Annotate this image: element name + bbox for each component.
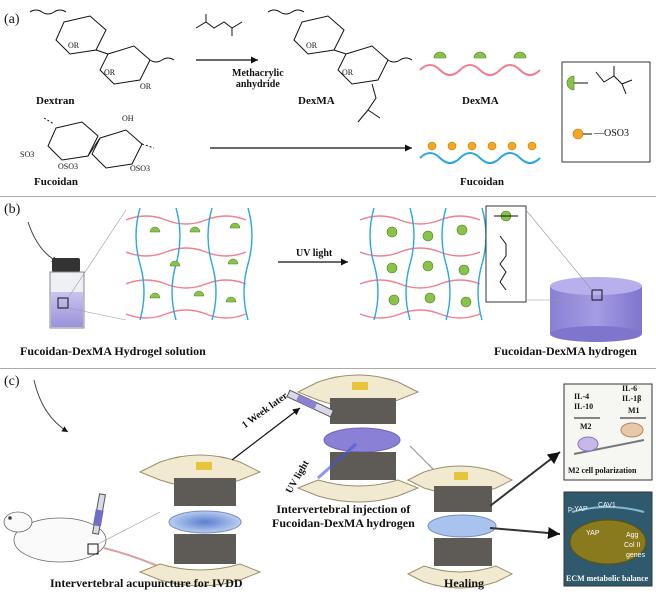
agg-label: Agg	[626, 532, 639, 539]
genes-label: genes	[626, 552, 646, 559]
divider-bc	[0, 368, 656, 369]
spine-segment-2	[296, 374, 420, 503]
il4-label: IL-4	[574, 392, 590, 401]
fucoidan-so3: SO3	[20, 150, 35, 159]
vial	[49, 258, 85, 329]
network-solution	[125, 207, 253, 321]
solution-label: Fucoidan-DexMA Hydrogel solution	[20, 344, 206, 358]
network-crosslinked	[359, 207, 487, 321]
il1b-label: IL-1β	[622, 394, 642, 403]
reagent-structure	[195, 14, 243, 36]
arrow-to-m2	[489, 451, 561, 507]
dextran-or-3: OR	[140, 82, 152, 91]
healing-label: Healing	[444, 576, 485, 590]
fucoidan-chain-markers	[427, 141, 537, 151]
reagent-label-line2: anhydride	[235, 79, 280, 90]
dexma-or-1: OR	[306, 41, 318, 50]
dextran-structure	[29, 9, 175, 85]
m2-caption: M2 cell polarization	[568, 466, 637, 475]
p-yap-label: p-YAP	[568, 506, 588, 513]
col2-label: Col II	[624, 542, 641, 549]
network-crosslink-markers	[386, 224, 472, 308]
reagent-label-line1: Methacrylic	[232, 68, 284, 79]
pour-arrow	[27, 221, 59, 263]
il10-label: IL-10	[574, 402, 594, 411]
dextran-or-2: OR	[104, 68, 116, 77]
spine-segment-1	[138, 454, 262, 587]
crosslink-inset	[485, 205, 527, 303]
il6-label: IL-6	[622, 384, 638, 393]
panel-label-a: (a)	[4, 12, 20, 27]
dexma-chain-label: DexMA	[462, 95, 499, 107]
intro-arrow	[33, 379, 69, 433]
dexma-or-2: OR	[342, 68, 354, 77]
syringe-1	[91, 493, 107, 535]
fucoidan-oso3-2: OSO3	[130, 164, 151, 173]
syringe-2	[286, 389, 335, 418]
hydrogel-label: Fucoidan-DexMA hydrogen	[494, 344, 637, 358]
spine-segment-3	[406, 465, 514, 589]
hydrogel-cylinder	[550, 277, 642, 342]
m1-cytokines: IL-6 IL-1β	[622, 384, 641, 404]
injection-label-line2: Fucoidan-DexMA hydrogen	[272, 516, 415, 530]
dextran-or-1: OR	[68, 41, 80, 50]
arrow-to-ecm	[489, 526, 561, 539]
uv-light-label-b: UV light	[296, 248, 333, 259]
rat	[3, 511, 185, 579]
panel-label-c: (c)	[4, 374, 20, 389]
legend-artwork	[561, 61, 651, 163]
dexma-structure-label: DexMA	[298, 95, 335, 107]
fucoidan-label: Fucoidan	[34, 176, 79, 188]
ecm-caption: ECM metabolic balance	[566, 574, 649, 583]
m2-cytokines: IL-4 IL-10	[574, 392, 593, 412]
acupuncture-label: Intervertebral acupuncture for IVDD	[50, 576, 243, 590]
fucoidan-chain-label: Fucoidan	[460, 176, 505, 188]
dexma-chain-markers	[433, 51, 527, 59]
week-arrow	[231, 407, 301, 461]
fucoidan-chain	[419, 152, 541, 164]
divider-ab	[0, 196, 656, 197]
reagent-label: Methacrylic anhydride	[232, 68, 284, 90]
uv-beam	[316, 442, 358, 480]
ecm-inset-artwork	[563, 491, 653, 587]
fucoidan-oso3: OSO3	[58, 162, 79, 171]
m2-label: M2	[580, 422, 592, 431]
dexma-chain	[419, 64, 541, 76]
legend-oso3-label: —OSO3	[594, 128, 630, 139]
cav1-label: CAV1	[598, 502, 616, 509]
yap-label: YAP	[586, 530, 600, 537]
dexma-structure	[267, 9, 413, 123]
fucoidan-structure	[43, 117, 155, 169]
m2-inset-artwork	[563, 383, 653, 481]
injection-label-line1: Intervertebral injection of	[276, 502, 411, 516]
panel-label-b: (b)	[4, 202, 21, 217]
network-solution-markers	[149, 222, 241, 303]
fucoidan-oh: OH	[122, 114, 134, 123]
dextran-label: Dextran	[36, 95, 75, 107]
m1-label: M1	[628, 406, 640, 415]
injection-label: Intervertebral injection of Fucoidan-Dex…	[272, 502, 415, 530]
